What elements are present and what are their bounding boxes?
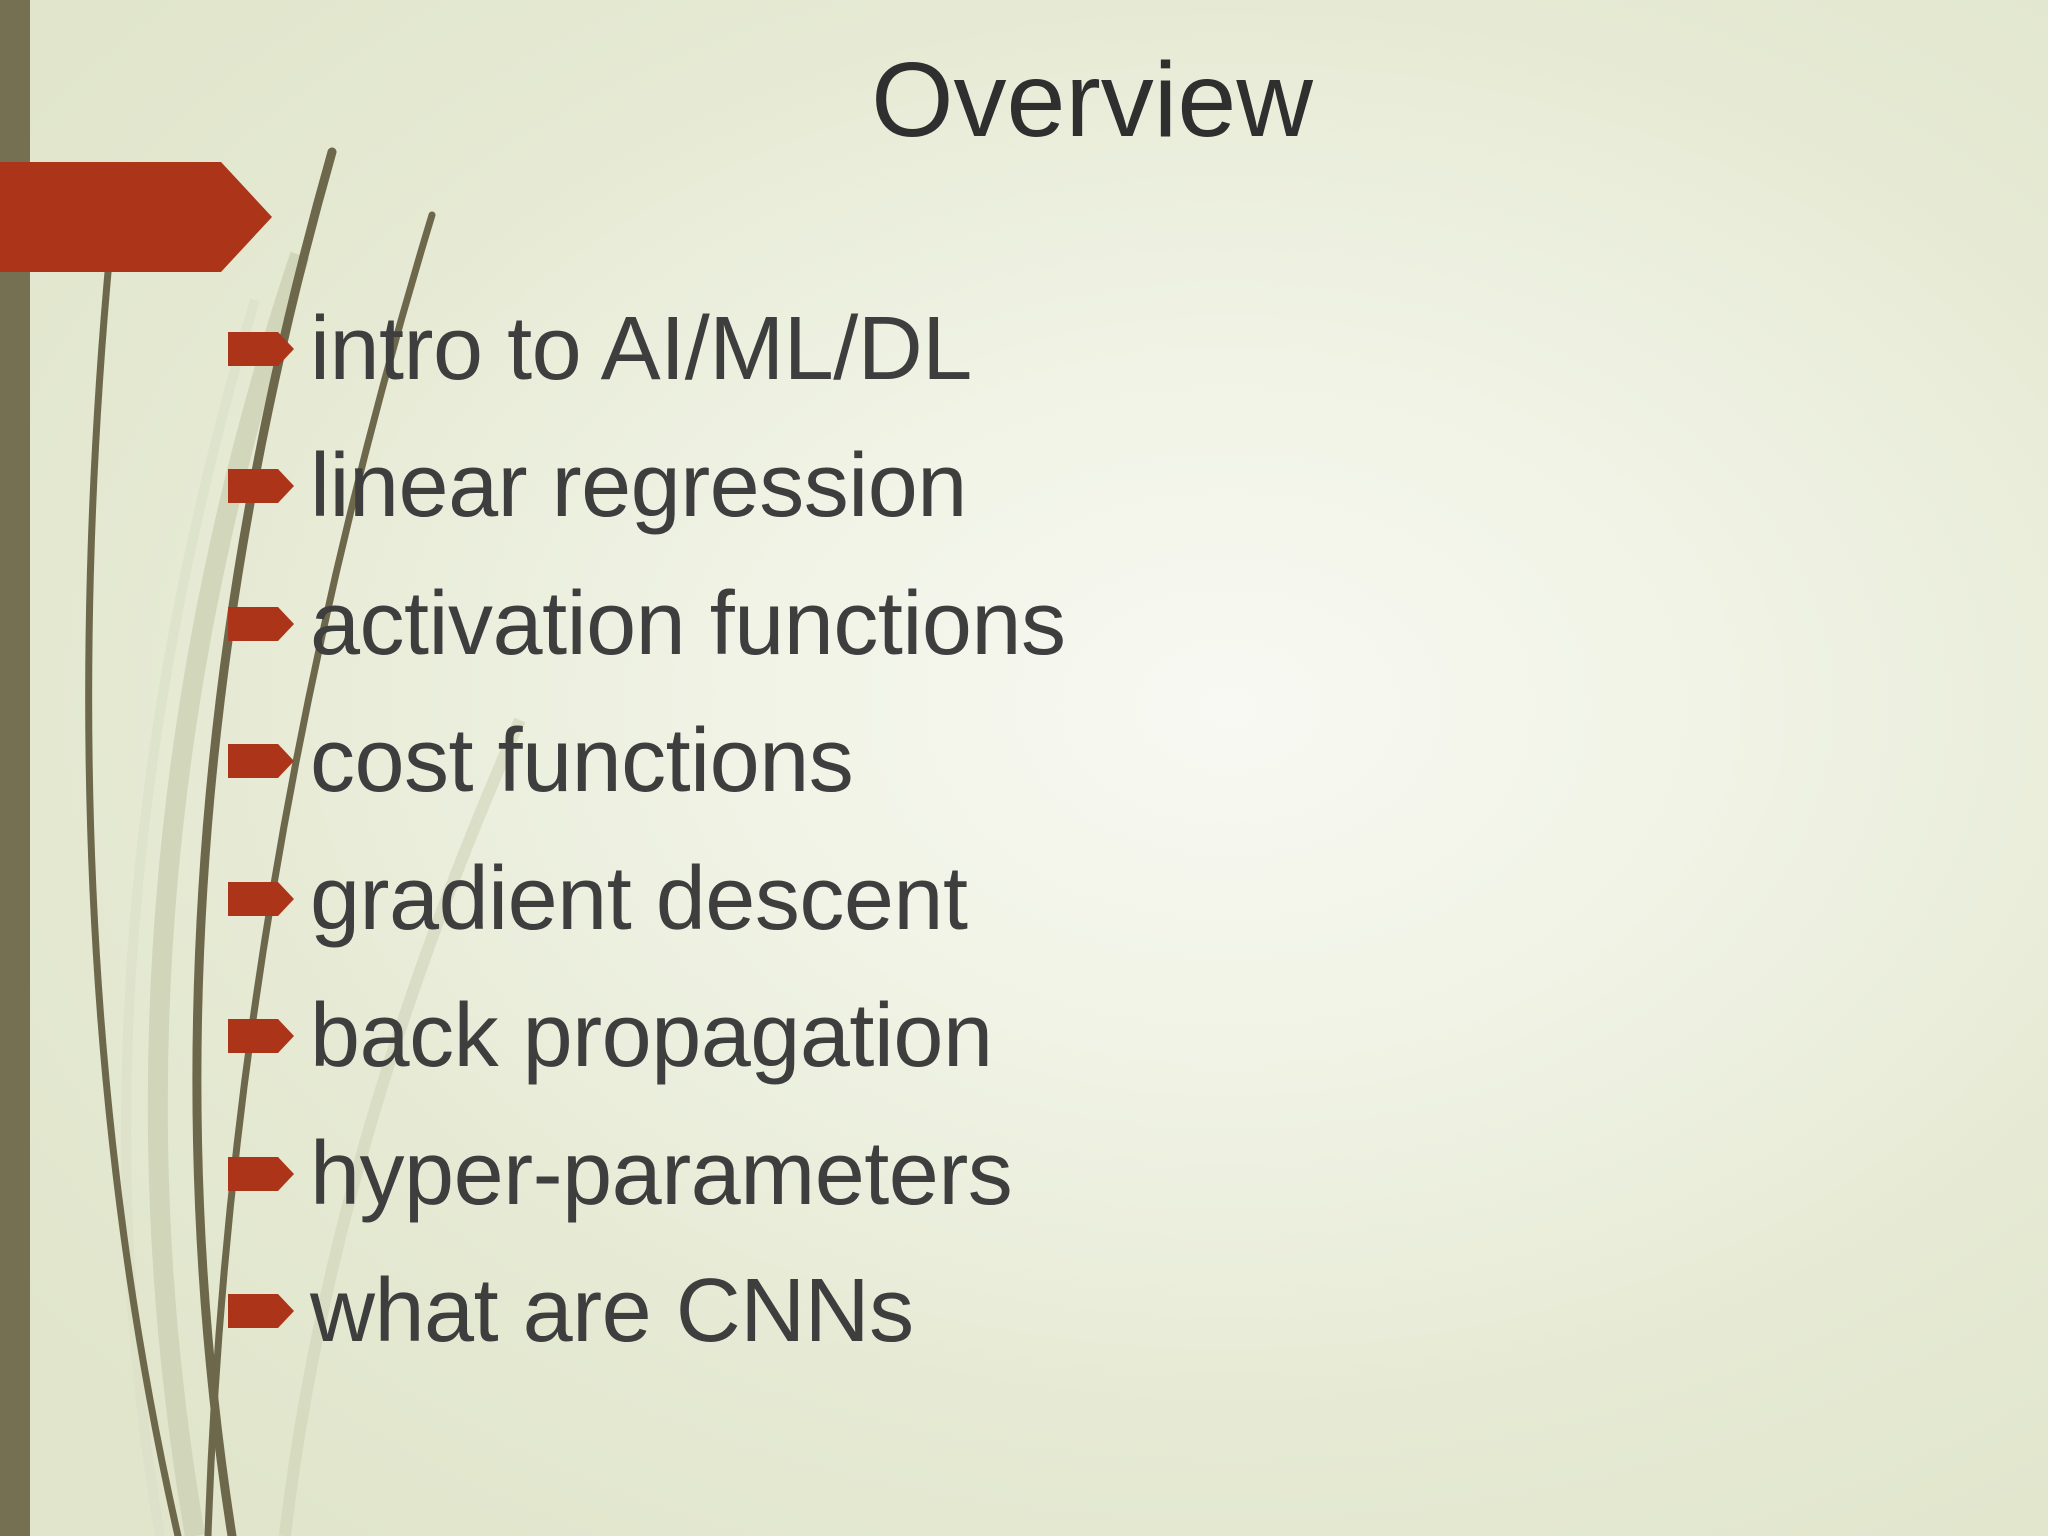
list-item-label: hyper-parameters — [310, 1123, 1013, 1224]
list-item: what are CNNs — [228, 1243, 1928, 1381]
arrow-bullet-shape — [228, 606, 294, 641]
grass-blade-faint — [121, 298, 260, 1536]
header-arrow-banner — [0, 162, 272, 272]
arrow-bullet-shape — [228, 1019, 294, 1054]
list-item: activation functions — [228, 555, 1928, 693]
arrow-bullet-icon — [228, 744, 294, 779]
grass-blade-light-right — [279, 717, 526, 1536]
list-item-label: what are CNNs — [310, 1261, 914, 1362]
grass-stem-left — [85, 246, 182, 1536]
arrow-bullet-icon — [228, 1156, 294, 1191]
grass-blade-light-wide — [147, 251, 310, 1536]
arrow-bullet-shape — [228, 881, 294, 916]
arrow-bullet-shape — [228, 744, 294, 779]
arrow-bullet-shape — [228, 1294, 294, 1329]
list-item: back propagation — [228, 968, 1928, 1106]
list-item: cost functions — [228, 693, 1928, 831]
list-item-label: back propagation — [310, 986, 993, 1087]
list-item: intro to AI/ML/DL — [228, 280, 1928, 418]
grass-stem-crossing — [204, 211, 436, 1536]
arrow-bullet-icon — [228, 881, 294, 916]
arrow-bullet-icon — [228, 1019, 294, 1054]
arrow-bullet-shape — [228, 1156, 294, 1191]
overview-bullet-list: intro to AI/ML/DL linear regression acti… — [228, 280, 1928, 1380]
list-item-label: cost functions — [310, 711, 854, 812]
arrow-bullet-icon — [228, 331, 294, 366]
arrow-bullet-icon — [228, 1294, 294, 1329]
list-item: gradient descent — [228, 830, 1928, 968]
list-item-label: gradient descent — [310, 848, 968, 949]
list-item-label: intro to AI/ML/DL — [310, 298, 972, 399]
list-item-label: activation functions — [310, 573, 1066, 674]
slide-title: Overview — [871, 41, 1313, 159]
list-item: hyper-parameters — [228, 1105, 1928, 1243]
list-item-label: linear regression — [310, 436, 967, 537]
list-item: linear regression — [228, 418, 1928, 556]
arrow-bullet-icon — [228, 469, 294, 504]
arrow-bullet-shape — [228, 469, 294, 504]
arrow-bullet-shape — [228, 331, 294, 366]
arrow-bullet-icon — [228, 606, 294, 641]
